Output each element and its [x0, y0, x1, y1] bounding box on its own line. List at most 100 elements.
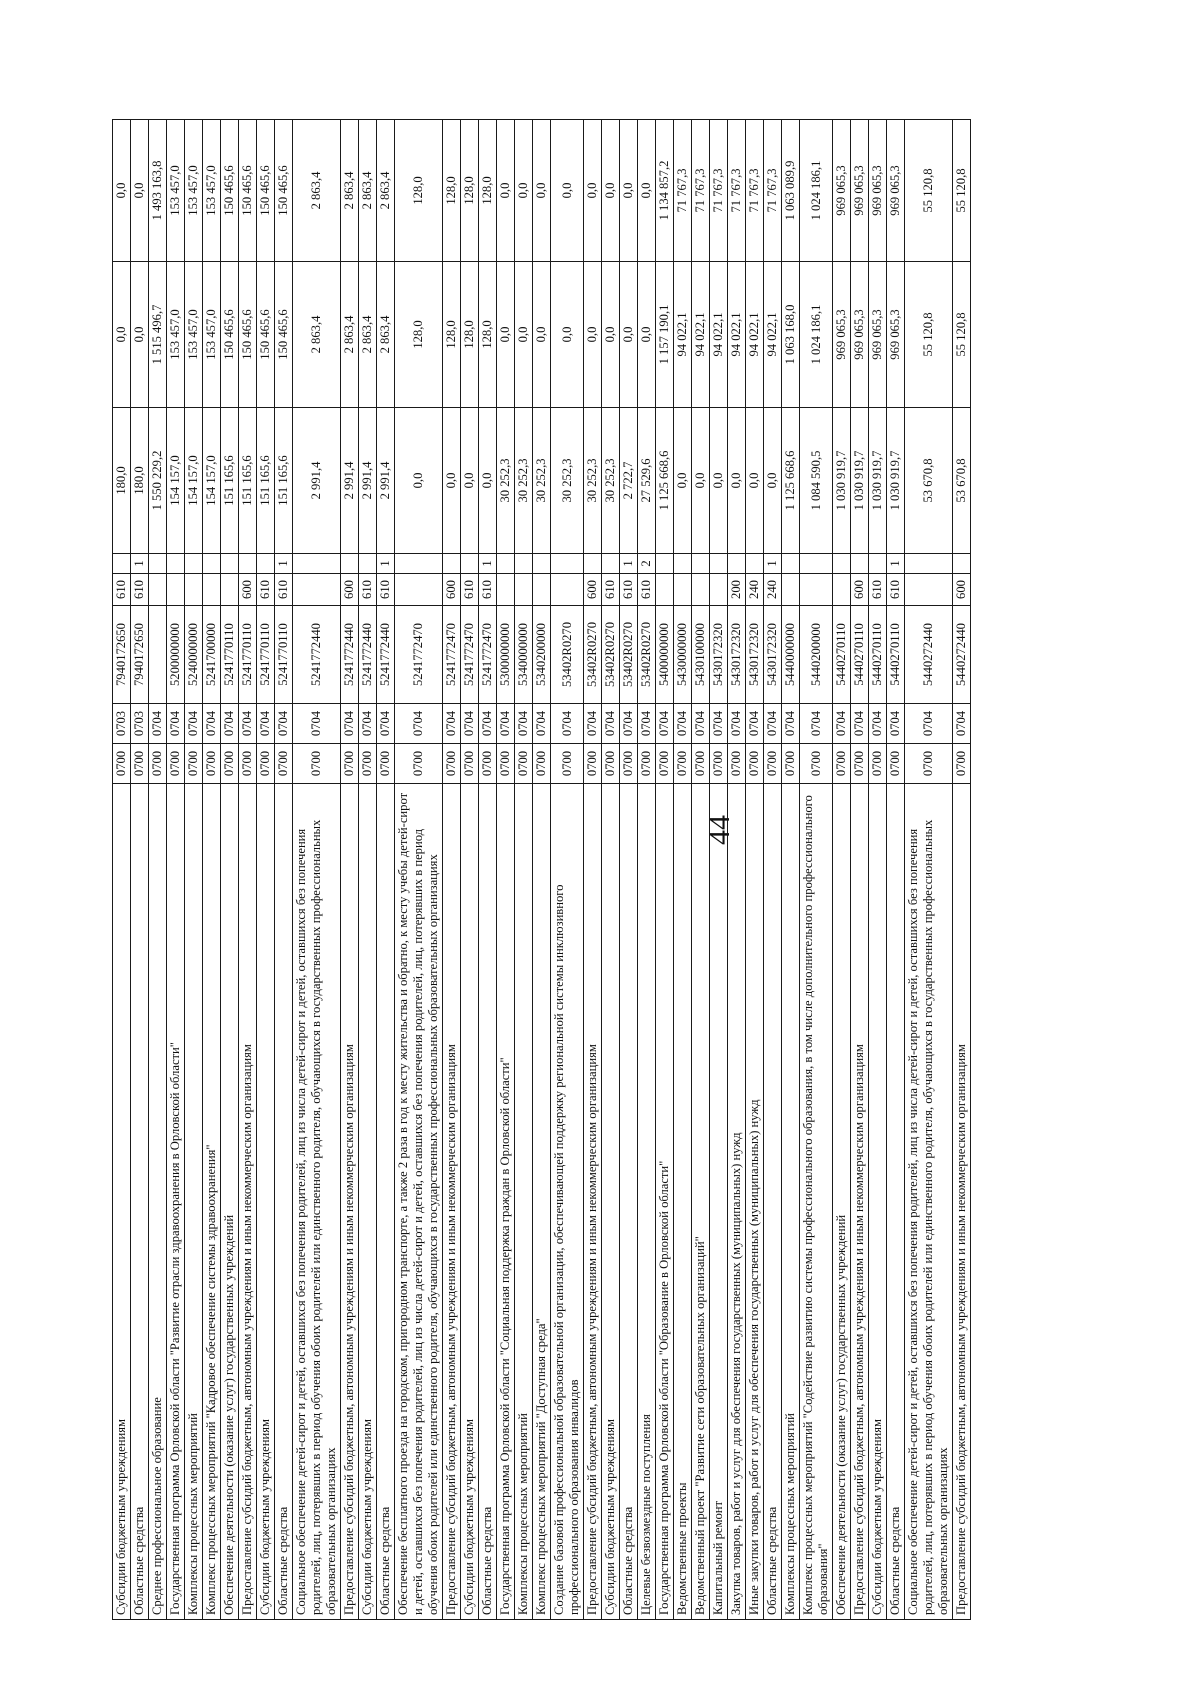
amount-year-1: 151 165,6: [256, 407, 275, 554]
section-code: 0700: [112, 743, 131, 784]
amount-year-2: 94 022,1: [727, 261, 746, 408]
amount-year-1: 30 252,3: [496, 407, 515, 554]
table-row: Предоставление субсидий бюджетным, автон…: [442, 119, 461, 1620]
subsection-code: 0704: [376, 703, 395, 744]
expense-type-code: [532, 573, 551, 606]
section-code: 0700: [745, 743, 764, 784]
subsection-code: 0704: [496, 703, 515, 744]
funding-source-code: 1: [376, 553, 395, 574]
expense-type-code: 600: [850, 573, 869, 606]
amount-year-1: 0,0: [460, 407, 479, 554]
amount-year-1: 30 252,3: [550, 407, 584, 554]
section-code: 0700: [340, 743, 359, 784]
expense-type-code: [904, 573, 953, 606]
section-code: 0700: [238, 743, 257, 784]
subsection-code: 0704: [799, 703, 833, 744]
funding-source-code: [514, 553, 533, 574]
table-row: Создание базовой профессиональной образо…: [550, 119, 584, 1620]
subsection-code: 0704: [274, 703, 293, 744]
row-name: Областные средства: [274, 783, 293, 1620]
target-article-code: 5241770110: [238, 605, 257, 704]
funding-source-code: 2: [637, 553, 656, 574]
subsection-code: 0704: [583, 703, 602, 744]
row-name: Предоставление субсидий бюджетным, автон…: [442, 783, 461, 1620]
expense-type-code: 600: [238, 573, 257, 606]
section-code: 0700: [394, 743, 443, 784]
funding-source-code: 1: [478, 553, 497, 574]
target-article-code: 53402R0270: [637, 605, 656, 704]
target-article-code: 5430100000: [691, 605, 710, 704]
amount-year-3: 128,0: [442, 119, 461, 262]
amount-year-3: 0,0: [112, 119, 131, 262]
target-article-code: 5440270110: [868, 605, 887, 704]
amount-year-1: 53 670,8: [904, 407, 953, 554]
expense-type-code: 610: [601, 573, 620, 606]
amount-year-1: 1 030 919,7: [850, 407, 869, 554]
expense-type-code: 610: [868, 573, 887, 606]
target-article-code: 5241772440: [376, 605, 395, 704]
amount-year-3: 150 465,6: [238, 119, 257, 262]
funding-source-code: [868, 553, 887, 574]
amount-year-1: 1 030 919,7: [832, 407, 851, 554]
row-name: Государственная программа Орловской обла…: [166, 783, 185, 1620]
amount-year-3: 969 065,3: [868, 119, 887, 262]
amount-year-3: 71 767,3: [727, 119, 746, 262]
target-article-code: 5430172320: [727, 605, 746, 704]
funding-source-code: 1: [130, 553, 149, 574]
row-name: Субсидии бюджетным учреждениям: [460, 783, 479, 1620]
amount-year-3: 2 863,4: [376, 119, 395, 262]
expense-type-code: 610: [637, 573, 656, 606]
amount-year-1: 180,0: [130, 407, 149, 554]
amount-year-3: 153 457,0: [184, 119, 203, 262]
row-name: Государственная программа Орловской обла…: [655, 783, 674, 1620]
amount-year-3: 2 863,4: [358, 119, 377, 262]
expense-type-code: [220, 573, 239, 606]
funding-source-code: 1: [886, 553, 905, 574]
subsection-code: 0704: [238, 703, 257, 744]
amount-year-3: 2 863,4: [340, 119, 359, 262]
funding-source-code: [340, 553, 359, 574]
amount-year-3: 1 024 186,1: [799, 119, 833, 262]
expense-type-code: 610: [376, 573, 395, 606]
amount-year-3: 0,0: [583, 119, 602, 262]
amount-year-2: 55 120,8: [904, 261, 953, 408]
row-name: Среднее профессиональное образование: [148, 783, 167, 1620]
subsection-code: 0703: [112, 703, 131, 744]
amount-year-3: 969 065,3: [832, 119, 851, 262]
expense-type-code: 600: [442, 573, 461, 606]
table-row: Предоставление субсидий бюджетным, автон…: [238, 119, 257, 1620]
amount-year-1: 1 084 590,5: [799, 407, 833, 554]
target-article-code: 5241770110: [220, 605, 239, 704]
row-name: Обеспечение деятельности (оказание услуг…: [832, 783, 851, 1620]
target-article-code: 5241772440: [358, 605, 377, 704]
expense-type-code: [709, 573, 728, 606]
amount-year-3: 71 767,3: [745, 119, 764, 262]
amount-year-2: 0,0: [112, 261, 131, 408]
subsection-code: 0704: [292, 703, 341, 744]
expense-type-code: [166, 573, 185, 606]
section-code: 0700: [166, 743, 185, 784]
amount-year-2: 0,0: [514, 261, 533, 408]
amount-year-2: 0,0: [583, 261, 602, 408]
funding-source-code: [727, 553, 746, 574]
section-code: 0700: [460, 743, 479, 784]
funding-source-code: [166, 553, 185, 574]
expense-type-code: 240: [763, 573, 782, 606]
target-article-code: 5440270110: [886, 605, 905, 704]
target-article-code: 53402R0270: [550, 605, 584, 704]
amount-year-1: 1 125 668,6: [781, 407, 800, 554]
target-article-code: 5241700000: [202, 605, 221, 704]
section-code: 0700: [148, 743, 167, 784]
funding-source-code: [202, 553, 221, 574]
amount-year-1: 151 165,6: [238, 407, 257, 554]
section-code: 0700: [868, 743, 887, 784]
table-row: Государственная программа Орловской обла…: [166, 119, 185, 1620]
target-article-code: 5440272440: [904, 605, 953, 704]
expense-type-code: 600: [952, 573, 971, 606]
subsection-code: 0704: [832, 703, 851, 744]
section-code: 0700: [274, 743, 293, 784]
amount-year-2: 0,0: [532, 261, 551, 408]
row-name: Комплексы процессных мероприятий: [781, 783, 800, 1620]
section-code: 0700: [514, 743, 533, 784]
